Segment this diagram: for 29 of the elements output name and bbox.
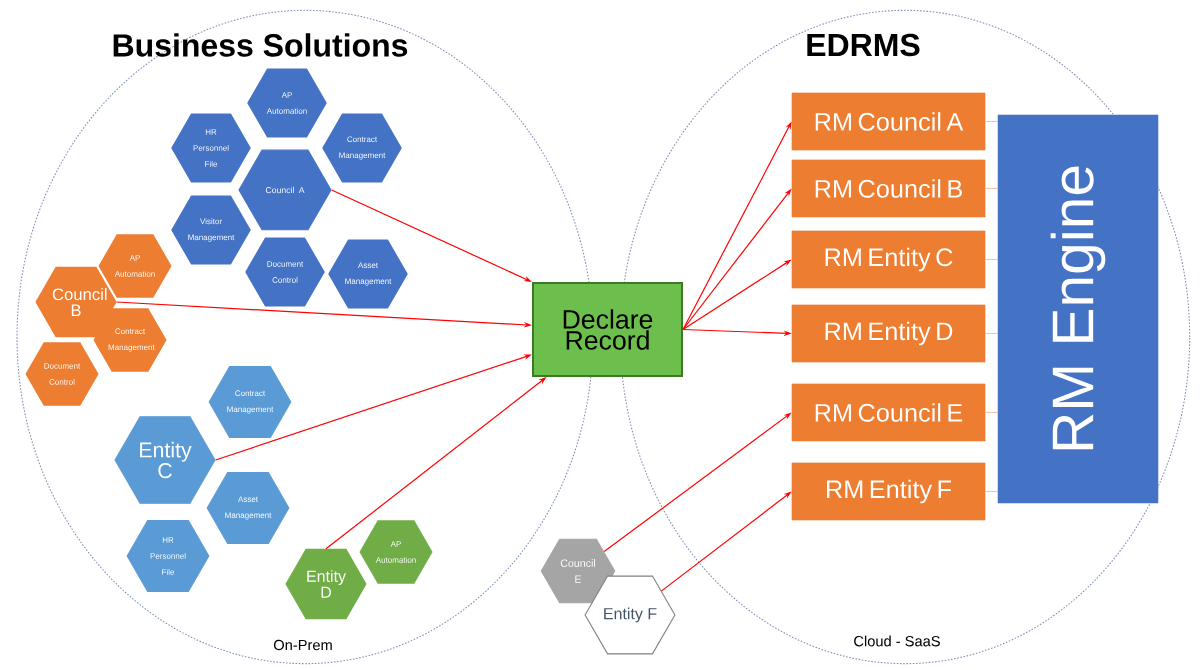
- record-box: RM Council E: [791, 383, 986, 442]
- engine-box: RM Engine: [997, 114, 1159, 504]
- hexagon: Asset Management: [206, 472, 290, 544]
- record-box: RM Entity D: [791, 304, 986, 363]
- hexagon: Document Control: [25, 342, 99, 406]
- hexagon: Contract Management: [208, 366, 292, 438]
- hexagon: Asset Management: [328, 239, 408, 309]
- hexagon: Contract Management: [322, 113, 402, 183]
- hexagon: Visitor Management: [171, 195, 251, 265]
- hexagon: Entity F: [584, 575, 676, 655]
- hexagon: HR Personnel File: [126, 520, 210, 592]
- record-box: RM Entity C: [791, 230, 986, 289]
- hexagon: Entity D: [285, 548, 367, 620]
- record-box: RM Entity F: [791, 462, 986, 521]
- region-title: EDRMS: [807, 33, 920, 57]
- region-title: Business Solutions: [113, 33, 408, 57]
- record-box: RM Council B: [791, 159, 986, 218]
- record-box: RM Council A: [791, 92, 986, 151]
- hexagon: HR Personnel File: [171, 113, 251, 183]
- region-label: On-Prem: [273, 639, 332, 651]
- hexagon: Council E: [540, 538, 616, 604]
- hexagon: AP Automation: [247, 68, 327, 138]
- declare-box: Declare Record: [532, 282, 683, 377]
- hexagon: Document Control: [245, 237, 325, 307]
- hexagon: AP Automation: [359, 520, 433, 584]
- hexagon: Council A: [238, 149, 332, 231]
- region-label: Cloud - SaaS: [854, 635, 940, 647]
- hexagon: Entity C: [114, 416, 216, 504]
- hexagon: Contract Management: [93, 308, 167, 372]
